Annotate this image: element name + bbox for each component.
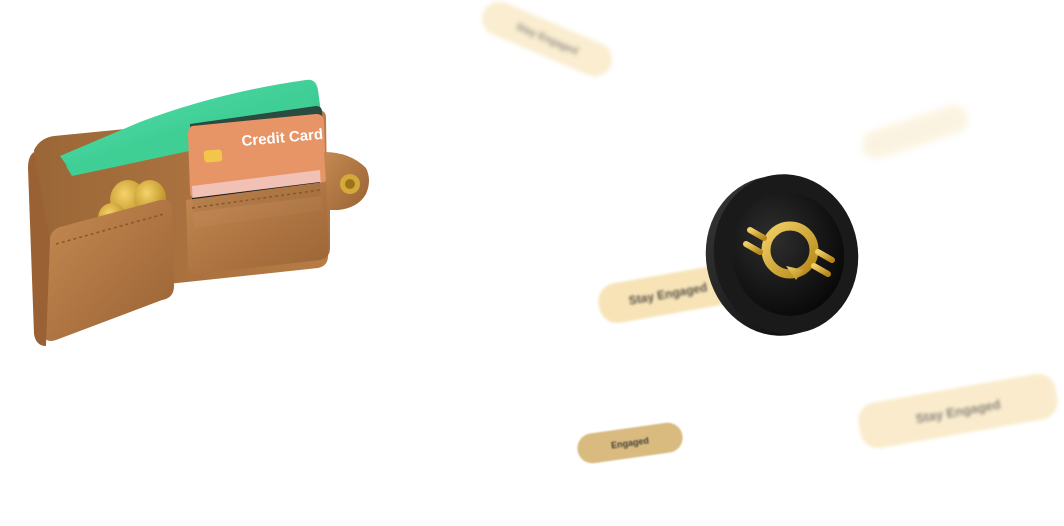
stay-engaged-tag-3: Stay Engaged (855, 370, 1061, 452)
tag-label: Stay Engaged (914, 396, 1002, 426)
engaged-tag: Engaged (575, 420, 685, 466)
stay-engaged-tag-1: Stay Engaged (476, 0, 618, 82)
wallet-icon: Credit Card (28, 79, 369, 346)
tag-label: Stay Engaged (627, 280, 709, 308)
tag-label: Stay Engaged (514, 21, 580, 57)
crypto-coin-icon (705, 174, 859, 336)
tag-label: Engaged (610, 435, 650, 451)
blurred-tag (858, 101, 972, 163)
